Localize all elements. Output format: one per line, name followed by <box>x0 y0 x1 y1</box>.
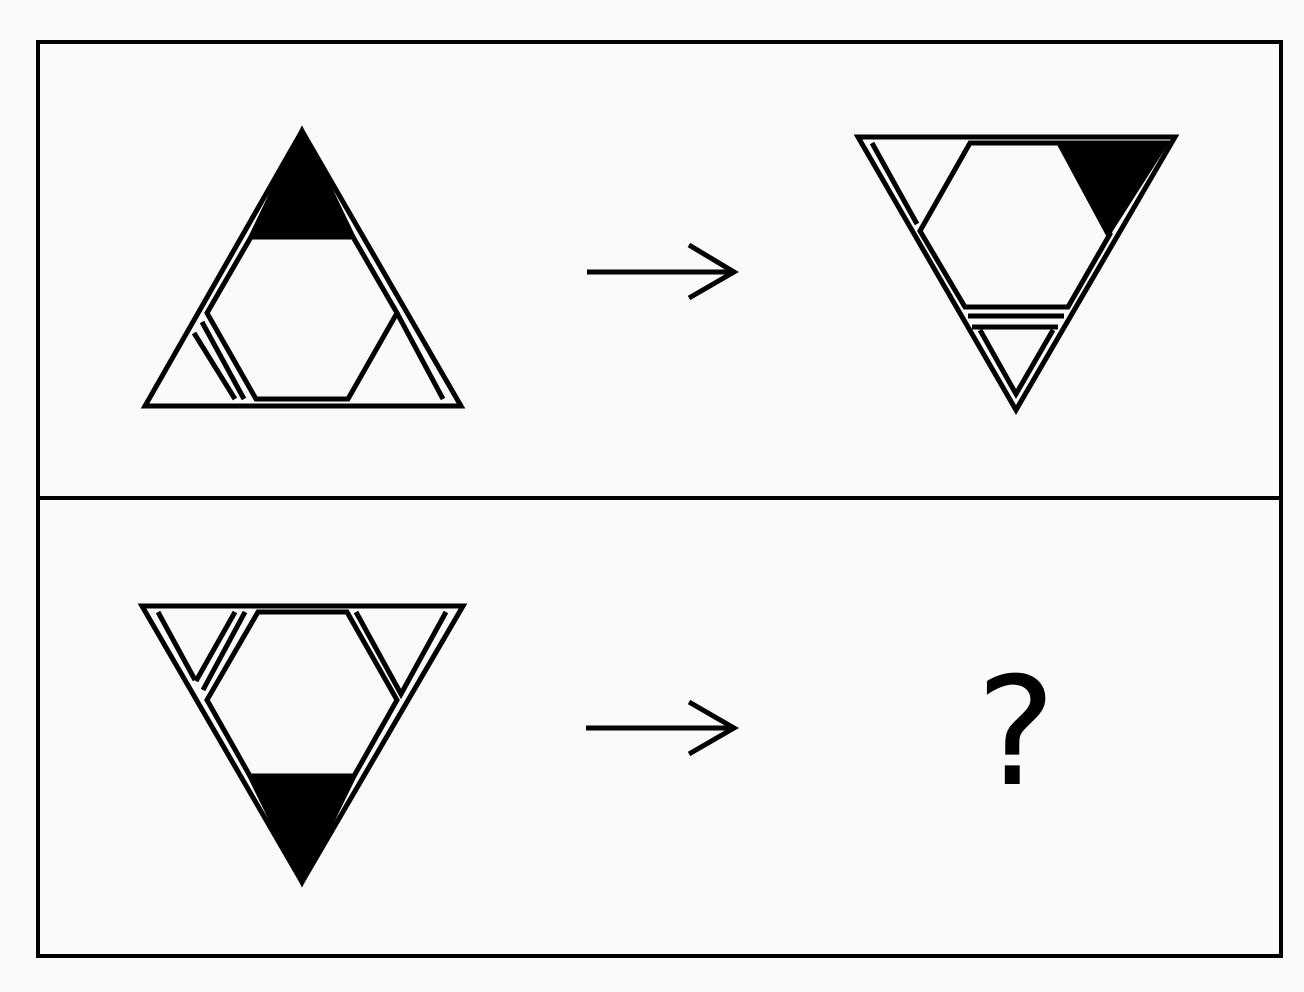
right-arrow-icon <box>586 699 739 757</box>
black-corner-bottom <box>245 773 359 888</box>
right-arrow-icon <box>587 242 739 301</box>
black-corner-top <box>247 125 357 240</box>
black-corner-top-right <box>1054 140 1171 239</box>
figure-downward-triangle-result <box>853 134 1180 415</box>
question-mark: ? <box>976 646 1056 820</box>
figure-upward-triangle <box>140 125 466 409</box>
figure-downward-triangle-question <box>137 603 468 888</box>
